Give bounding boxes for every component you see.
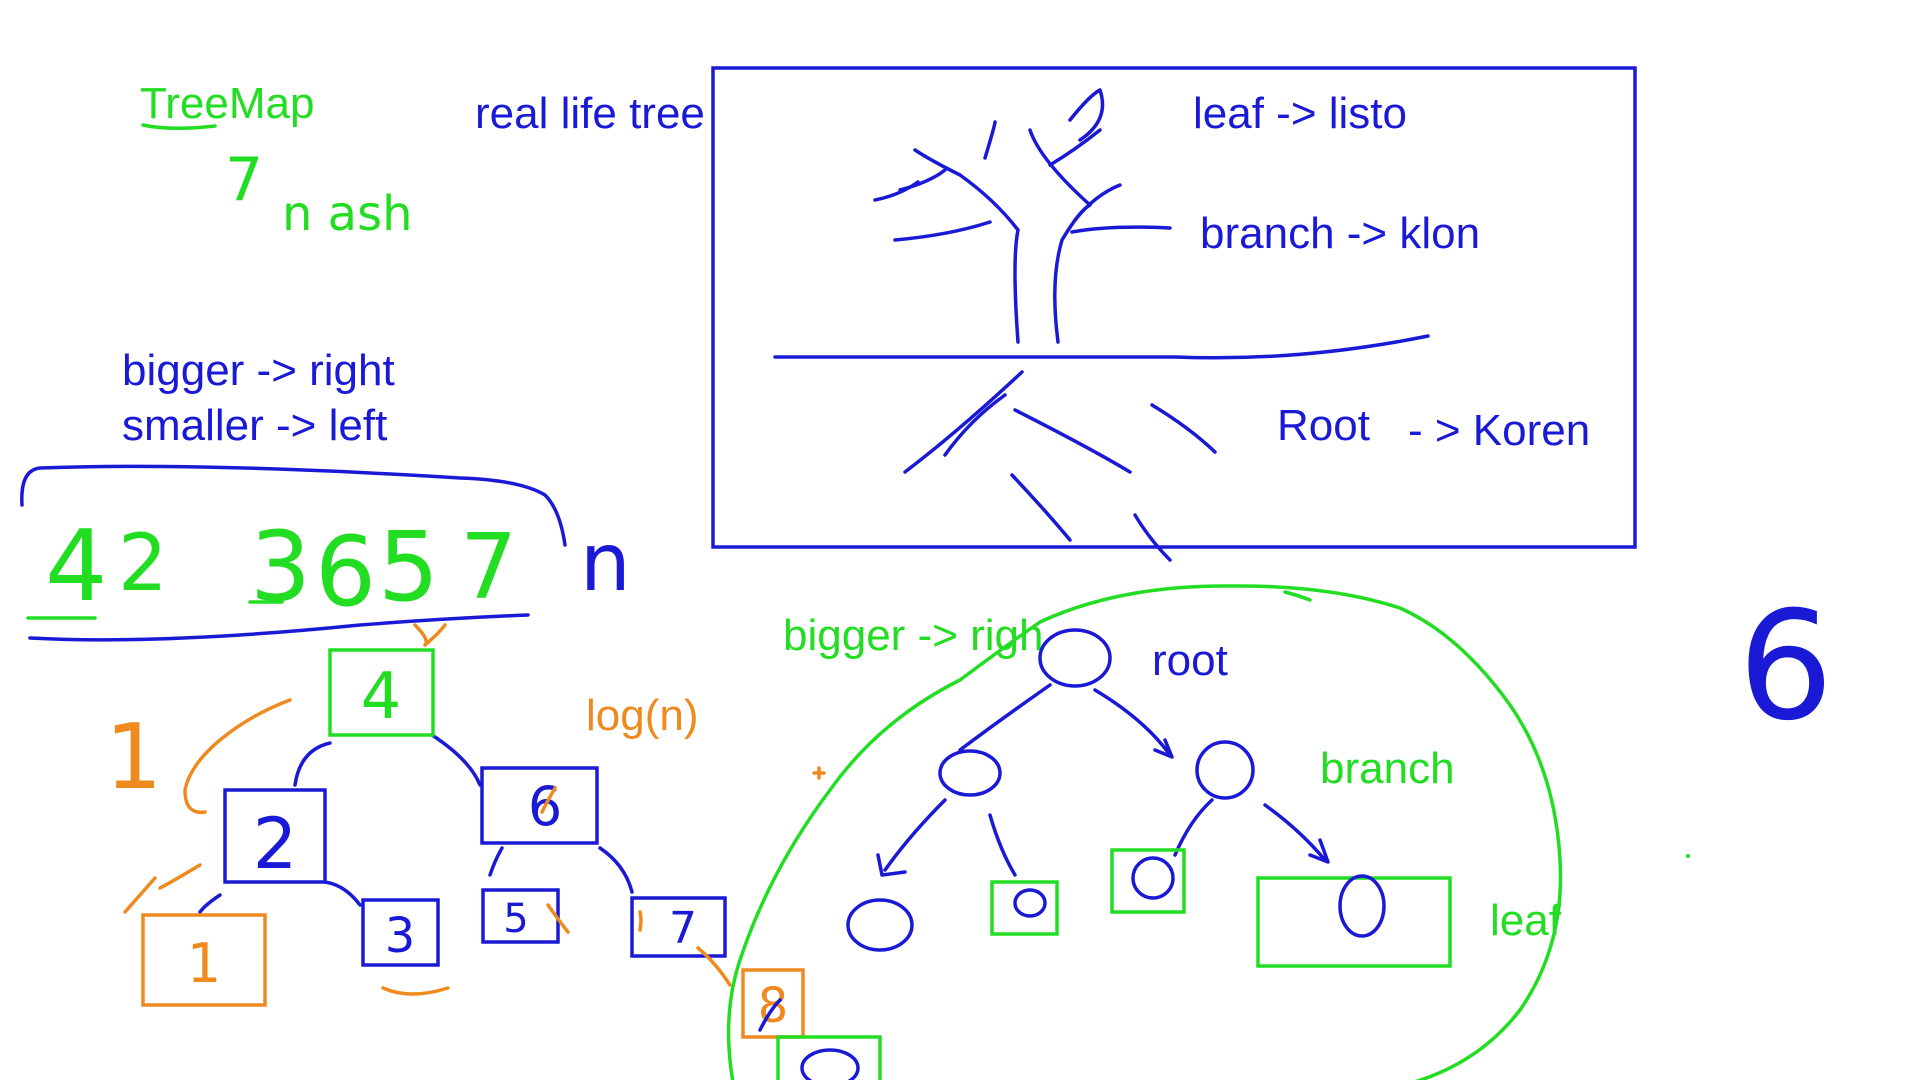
hash-mark: 7 — [225, 145, 263, 215]
log-n-label: log(n) — [586, 691, 699, 740]
green-dot — [1686, 854, 1690, 858]
abstract-node-left — [938, 749, 1002, 797]
edge-left-left — [876, 798, 947, 877]
edge-right-right — [1263, 803, 1330, 864]
tree-branch-label: branch — [1320, 744, 1455, 793]
bst-node-2 — [223, 788, 327, 884]
orange-dash-left — [123, 863, 202, 914]
abstract-leaf-3 — [1131, 856, 1175, 900]
svg-text:2: 2 — [253, 803, 298, 885]
bst-node-7 — [630, 896, 727, 958]
edge-root-right — [1093, 688, 1174, 759]
abstract-leaf-2 — [1013, 888, 1047, 918]
leaf-translation: leaf -> listo — [1193, 89, 1407, 138]
rule-bigger: bigger -> right — [122, 346, 395, 395]
sequence-n: n — [580, 516, 631, 609]
root-translation-b: - > Koren — [1408, 406, 1590, 455]
orange-smile — [381, 986, 450, 996]
number-sequence: 4 2 3 6 5 7 — [45, 510, 517, 628]
bst-node-8 — [741, 968, 805, 1039]
abstract-leaf-2-box — [990, 880, 1059, 936]
sequence-brace-top — [20, 464, 567, 547]
branch-translation: branch -> klon — [1200, 209, 1480, 258]
bst-node-1 — [141, 913, 267, 1007]
svg-text:4: 4 — [361, 660, 402, 734]
abstract-leaf-1 — [846, 898, 914, 952]
rule-smaller: smaller -> left — [122, 401, 387, 450]
edge-root-left — [958, 683, 1052, 752]
root-translation-a: Root — [1277, 401, 1370, 450]
bst-diagram: 4 2 6 1 3 5 7 8 — [141, 648, 805, 1039]
sequence-item: 3 — [250, 511, 311, 623]
abstract-leaf-5-box — [776, 1035, 882, 1080]
abstract-leaf-4-box — [1256, 876, 1452, 968]
edge-right-left — [1173, 798, 1214, 857]
tree-leaf-label: leaf — [1490, 896, 1562, 945]
orange-arrow-left — [183, 698, 292, 815]
edge-left-right — [988, 813, 1017, 877]
orange-plus-mark — [812, 766, 826, 780]
big-six: 6 — [1738, 580, 1833, 754]
abstract-leaf-4 — [1338, 874, 1386, 938]
orange-tick-6 — [540, 786, 557, 814]
svg-text:7: 7 — [669, 903, 697, 954]
green-blob-outline — [726, 584, 1563, 1080]
real-life-tree-box — [711, 66, 1637, 549]
bst-node-4 — [328, 648, 435, 737]
real-life-tree-label: real life tree — [475, 89, 705, 138]
orange-tick-5 — [546, 903, 570, 934]
green-blob-mark — [1283, 590, 1312, 602]
hash-note: n ash — [282, 186, 413, 242]
sequence-item: 7 — [460, 515, 517, 620]
sequence-brace-bottom — [28, 613, 530, 642]
bst-node-6 — [480, 766, 599, 845]
bigger-right-green: bigger -> righ — [783, 611, 1043, 660]
treemap-label: TreeMap — [140, 79, 314, 128]
sequence-item: 5 — [378, 511, 439, 623]
abstract-tree — [758, 628, 1452, 1080]
tree-sketch — [773, 88, 1430, 562]
tree-root-label: root — [1152, 636, 1228, 685]
abstract-leaf-3-box — [1110, 848, 1186, 914]
svg-text:1: 1 — [187, 932, 221, 995]
orange-tick — [413, 623, 447, 647]
edge-leaf-8 — [758, 998, 782, 1032]
svg-text:3: 3 — [385, 908, 416, 964]
treemap-underline — [141, 123, 217, 131]
abstract-root-node — [1038, 628, 1112, 688]
sequence-item: 2 — [118, 519, 168, 609]
orange-tick-7 — [638, 910, 643, 932]
abstract-node-right — [1195, 740, 1255, 800]
bst-node-3 — [361, 898, 440, 967]
abstract-leaf-5 — [800, 1048, 860, 1080]
orange-link-8 — [696, 946, 732, 987]
sequence-item: 6 — [315, 516, 376, 628]
sequence-item: 4 — [45, 510, 107, 624]
orange-one: 1 — [105, 705, 162, 810]
svg-text:5: 5 — [503, 896, 528, 942]
